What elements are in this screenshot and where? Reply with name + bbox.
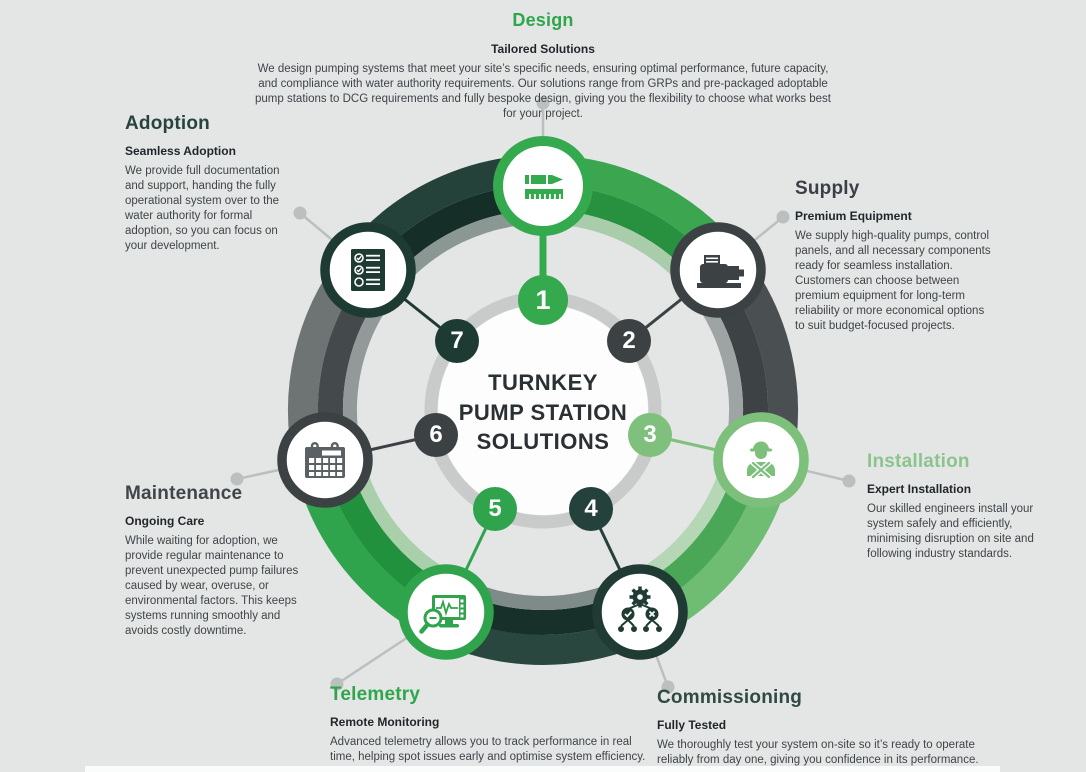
step-number-badge: 2 — [607, 319, 651, 363]
section-supply: Supply Premium Equipment We supply high-… — [795, 178, 993, 334]
engineer-icon — [747, 441, 775, 480]
section-title: Maintenance — [125, 483, 243, 504]
step-number-badge: 6 — [414, 413, 458, 457]
center-title-line: TURNKEY — [488, 370, 598, 395]
gear-network-icon — [618, 586, 662, 632]
section-design: Design Tailored Solutions We design pump… — [250, 10, 836, 122]
pencil-ruler-icon — [525, 175, 563, 199]
center-title-line: SOLUTIONS — [476, 429, 610, 455]
section-telemetry: Telemetry Remote Monitoring Advanced tel… — [330, 684, 652, 765]
section-title: Commissioning — [657, 687, 803, 708]
section-title: Design — [512, 10, 574, 30]
section-subtitle: Fully Tested — [657, 718, 727, 732]
pump-motor-icon — [697, 255, 744, 288]
section-title: Installation — [867, 451, 970, 472]
section-description: We thoroughly test your system on-site s… — [657, 739, 979, 766]
step-number-badge: 3 — [628, 413, 672, 457]
center-plate — [438, 305, 648, 515]
section-description: While waiting for adoption, we provide r… — [125, 535, 299, 637]
section-description: Our skilled engineers install your syste… — [867, 503, 1034, 560]
section-subtitle: Seamless Adoption — [125, 144, 236, 158]
checklist-icon — [351, 249, 385, 291]
section-subtitle: Expert Installation — [867, 482, 972, 496]
step-number-badge: 4 — [569, 487, 613, 531]
step-number-badge: 5 — [473, 487, 517, 531]
section-commissioning: Commissioning Fully Tested We thoroughly… — [657, 687, 997, 768]
section-description: Advanced telemetry allows you to track p… — [330, 736, 646, 763]
commissioning-node — [592, 564, 688, 660]
calendar-icon — [305, 442, 345, 478]
section-title: Telemetry — [330, 684, 421, 705]
monitor-telemetry-icon — [419, 595, 466, 634]
section-maintenance: Maintenance Ongoing Care While waiting f… — [125, 483, 305, 639]
center-title: TURNKEY PUMP STATION SOLUTIONS — [428, 368, 658, 457]
page-edge — [85, 766, 1000, 772]
section-description: We design pumping systems that meet your… — [255, 63, 831, 120]
section-subtitle: Remote Monitoring — [330, 715, 440, 729]
installation-node — [713, 412, 809, 508]
section-description: We provide full documentation and suppor… — [125, 165, 280, 252]
section-adoption: Adoption Seamless Adoption We provide fu… — [125, 113, 301, 254]
section-installation: Installation Expert Installation Our ski… — [867, 451, 1047, 562]
section-title: Adoption — [125, 113, 210, 134]
section-subtitle: Ongoing Care — [125, 514, 205, 528]
section-title: Supply — [795, 178, 860, 199]
section-description: We supply high-quality pumps, control pa… — [795, 230, 991, 332]
section-subtitle: Tailored Solutions — [491, 42, 595, 56]
center-title-line: PUMP STATION — [458, 399, 628, 425]
step-number-badge: 7 — [435, 319, 479, 363]
section-subtitle: Premium Equipment — [795, 209, 912, 223]
design-node — [493, 136, 593, 236]
step-number-badge: 1 — [518, 275, 568, 325]
